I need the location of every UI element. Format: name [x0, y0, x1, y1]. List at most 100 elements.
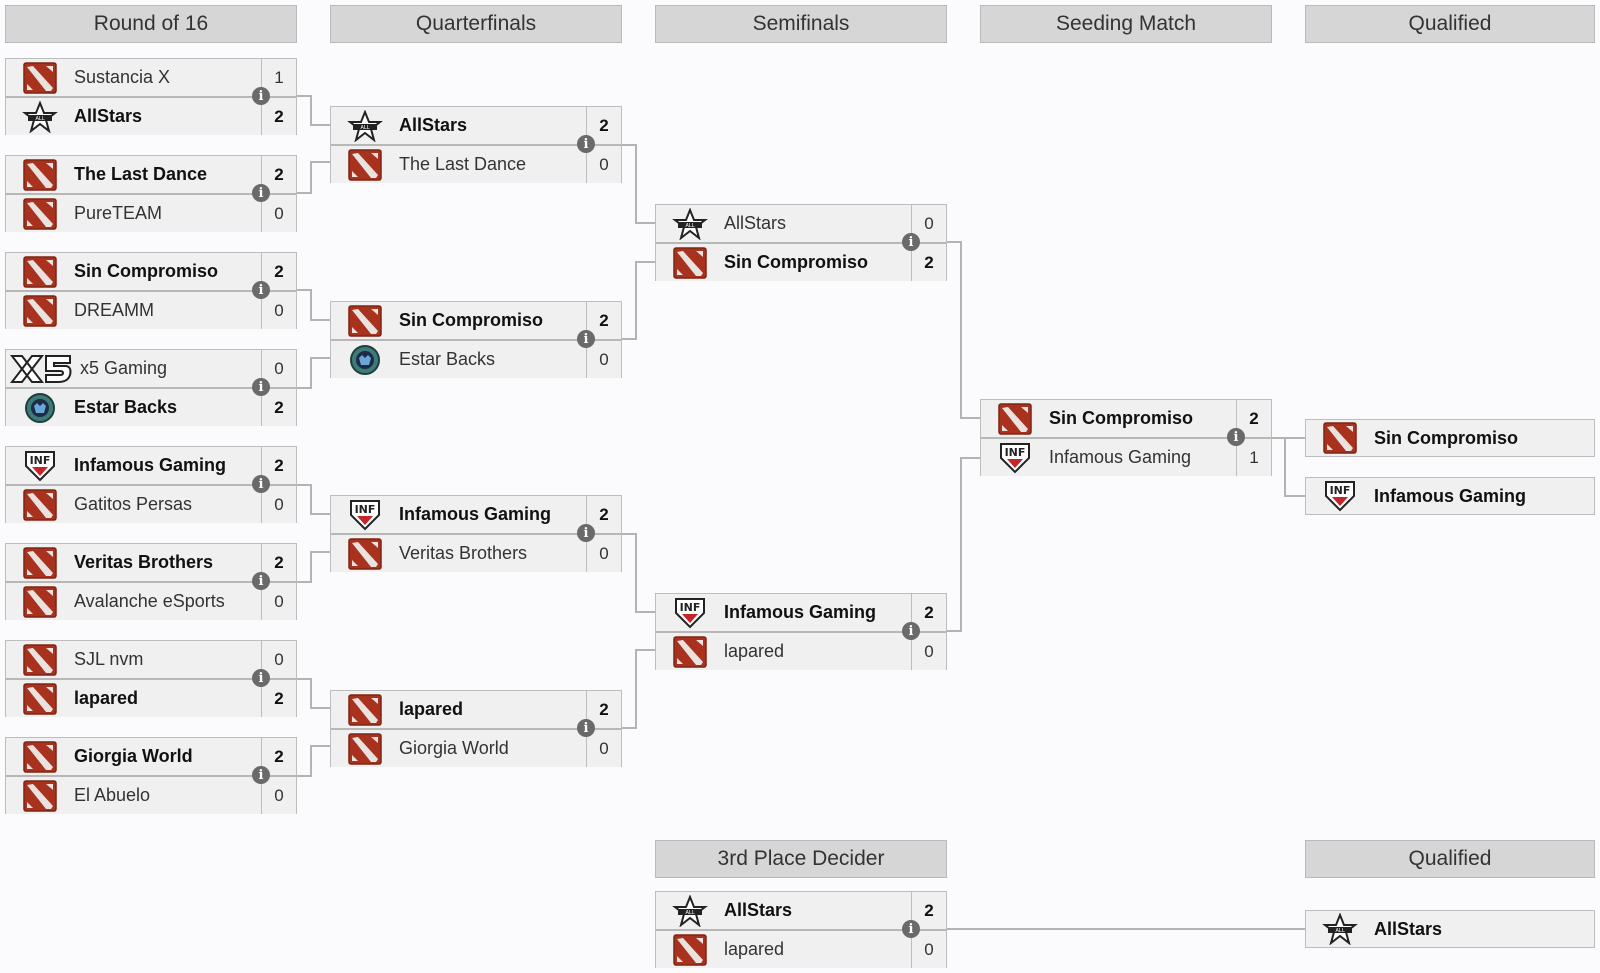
team-score: 2 [261, 447, 296, 484]
match-info-icon[interactable]: i [1227, 428, 1245, 446]
match-info-icon[interactable]: i [252, 475, 270, 493]
dota-team-logo-icon [347, 537, 383, 570]
qualified-team-1[interactable]: Sin Compromiso [1305, 419, 1595, 457]
team-score: 2 [261, 253, 296, 290]
svg-text:INF: INF [680, 601, 701, 614]
inf-team-logo-icon: INF [997, 442, 1033, 474]
dota-team-logo-icon [22, 61, 58, 94]
team-score: 0 [911, 931, 946, 968]
team-name: Sin Compromiso [1049, 408, 1194, 428]
match-info-icon[interactable]: i [252, 87, 270, 105]
dota-team-logo-icon [1322, 422, 1358, 454]
svg-text:INF: INF [1330, 484, 1351, 497]
team-score: 2 [911, 594, 946, 631]
team-name: lapared [74, 688, 139, 708]
team-score: 0 [586, 535, 621, 572]
team-score: 2 [586, 107, 621, 144]
match-divider [6, 775, 296, 777]
header-quarterfinals: Quarterfinals [330, 5, 622, 43]
team-score: 2 [911, 892, 946, 929]
team-name: The Last Dance [74, 164, 208, 184]
team-score: 0 [261, 583, 296, 620]
team-score: 2 [911, 244, 946, 281]
match-info-icon[interactable]: i [577, 330, 595, 348]
match-info-icon[interactable]: i [252, 378, 270, 396]
dota-team-logo-icon [22, 158, 58, 191]
match-divider [331, 728, 621, 730]
dota-team-logo-icon [22, 546, 58, 579]
team-score: 0 [911, 633, 946, 670]
match-info-icon[interactable]: i [902, 622, 920, 640]
match-info-icon[interactable]: i [902, 233, 920, 251]
match-divider [331, 144, 621, 146]
match-info-icon[interactable]: i [252, 669, 270, 687]
match-info-icon[interactable]: i [902, 920, 920, 938]
match-info-icon[interactable]: i [577, 524, 595, 542]
team-score: 2 [261, 389, 296, 426]
header-semifinals: Semifinals [655, 5, 947, 43]
header-round-of-16: Round of 16 [5, 5, 297, 43]
match-divider [656, 242, 946, 244]
dota-team-logo-icon [997, 402, 1033, 435]
match-info-icon[interactable]: i [252, 572, 270, 590]
match-divider [656, 631, 946, 633]
team-name: The Last Dance [399, 154, 527, 174]
team-name: Infamous Gaming [399, 504, 552, 524]
star-team-logo-icon: ALL [22, 99, 58, 134]
match-info-icon[interactable]: i [252, 766, 270, 784]
svg-text:ALL: ALL [686, 910, 695, 916]
match-divider [331, 533, 621, 535]
inf-team-logo-icon: INF [1322, 480, 1358, 512]
header-qualified-third: Qualified [1305, 840, 1595, 878]
team-name: Giorgia World [399, 738, 509, 758]
match-info-icon[interactable]: i [252, 281, 270, 299]
team-score: 0 [586, 341, 621, 378]
dota-team-logo-icon [22, 197, 58, 230]
match-info-icon[interactable]: i [252, 184, 270, 202]
dota-team-logo-icon [347, 732, 383, 765]
match-divider [6, 581, 296, 583]
match-info-icon[interactable]: i [577, 135, 595, 153]
dota-team-logo-icon [672, 635, 708, 668]
inf-team-logo-icon: INF [672, 597, 708, 629]
match-info-icon[interactable]: i [577, 719, 595, 737]
team-name: Gatitos Persas [74, 494, 193, 514]
